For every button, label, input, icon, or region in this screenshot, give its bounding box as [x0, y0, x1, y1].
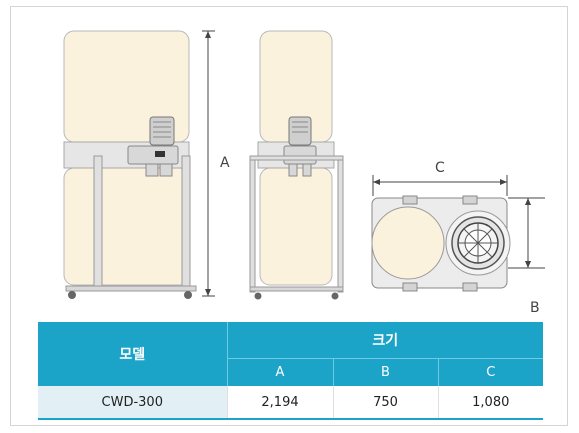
dimension-a-label: A: [220, 155, 230, 171]
dimension-b-label: B: [530, 300, 540, 316]
model-cell: CWD-300: [38, 386, 227, 419]
top-view-drawing: [371, 175, 545, 292]
size-header: 크기: [227, 322, 544, 359]
front-view-drawing: [63, 30, 215, 299]
value-cell-c: 1,080: [437, 386, 544, 419]
column-header-b: B: [332, 358, 438, 386]
value-cell-a: 2,194: [226, 386, 333, 419]
side-view-drawing: [249, 30, 344, 300]
value-cell-b: 750: [332, 386, 438, 419]
spec-table: 모델 크기 A B C CWD-300 2,194 750 1,080: [38, 322, 544, 420]
model-header: 모델: [38, 322, 228, 386]
dimension-c-label: C: [435, 160, 445, 176]
table-row: CWD-300 2,194 750 1,080: [38, 386, 544, 419]
column-header-a: A: [227, 358, 333, 386]
column-header-c: C: [437, 358, 544, 386]
product-drawings: [63, 30, 545, 300]
